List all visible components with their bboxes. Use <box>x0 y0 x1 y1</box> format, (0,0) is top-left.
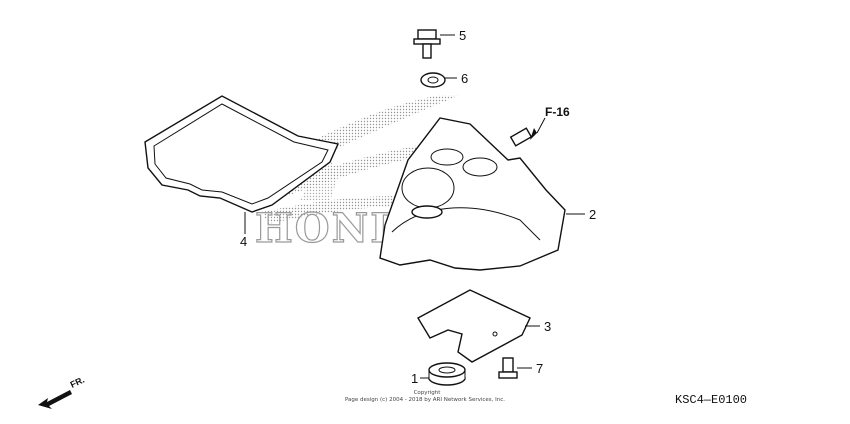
callout-1: 1 <box>411 371 418 386</box>
callout-5: 5 <box>459 28 466 43</box>
callout-6: 6 <box>461 71 468 86</box>
reference-f16: F-16 <box>530 105 570 140</box>
front-direction-label: FR. <box>69 375 86 390</box>
copyright-notice: Page design (c) 2004 - 2018 by ARI Netwo… <box>345 397 505 403</box>
callout-2: 2 <box>589 207 596 222</box>
callout-7: 7 <box>536 361 543 376</box>
part-5-bolt <box>413 29 455 59</box>
front-direction-indicator: FR. <box>38 375 86 409</box>
part-6-washer <box>420 72 457 88</box>
part-2-head-cover <box>379 117 585 271</box>
callout-4: 4 <box>240 234 247 249</box>
callout-3: 3 <box>544 319 551 334</box>
copyright-title: Copyright <box>414 390 442 396</box>
part-1-grommet <box>420 362 466 386</box>
part-7-bolt <box>498 357 532 379</box>
diagram-code: KSC4—E0100 <box>675 393 747 407</box>
part-3-plate <box>417 289 540 363</box>
reference-label: F-16 <box>545 105 570 119</box>
part-4-gasket <box>144 95 339 234</box>
